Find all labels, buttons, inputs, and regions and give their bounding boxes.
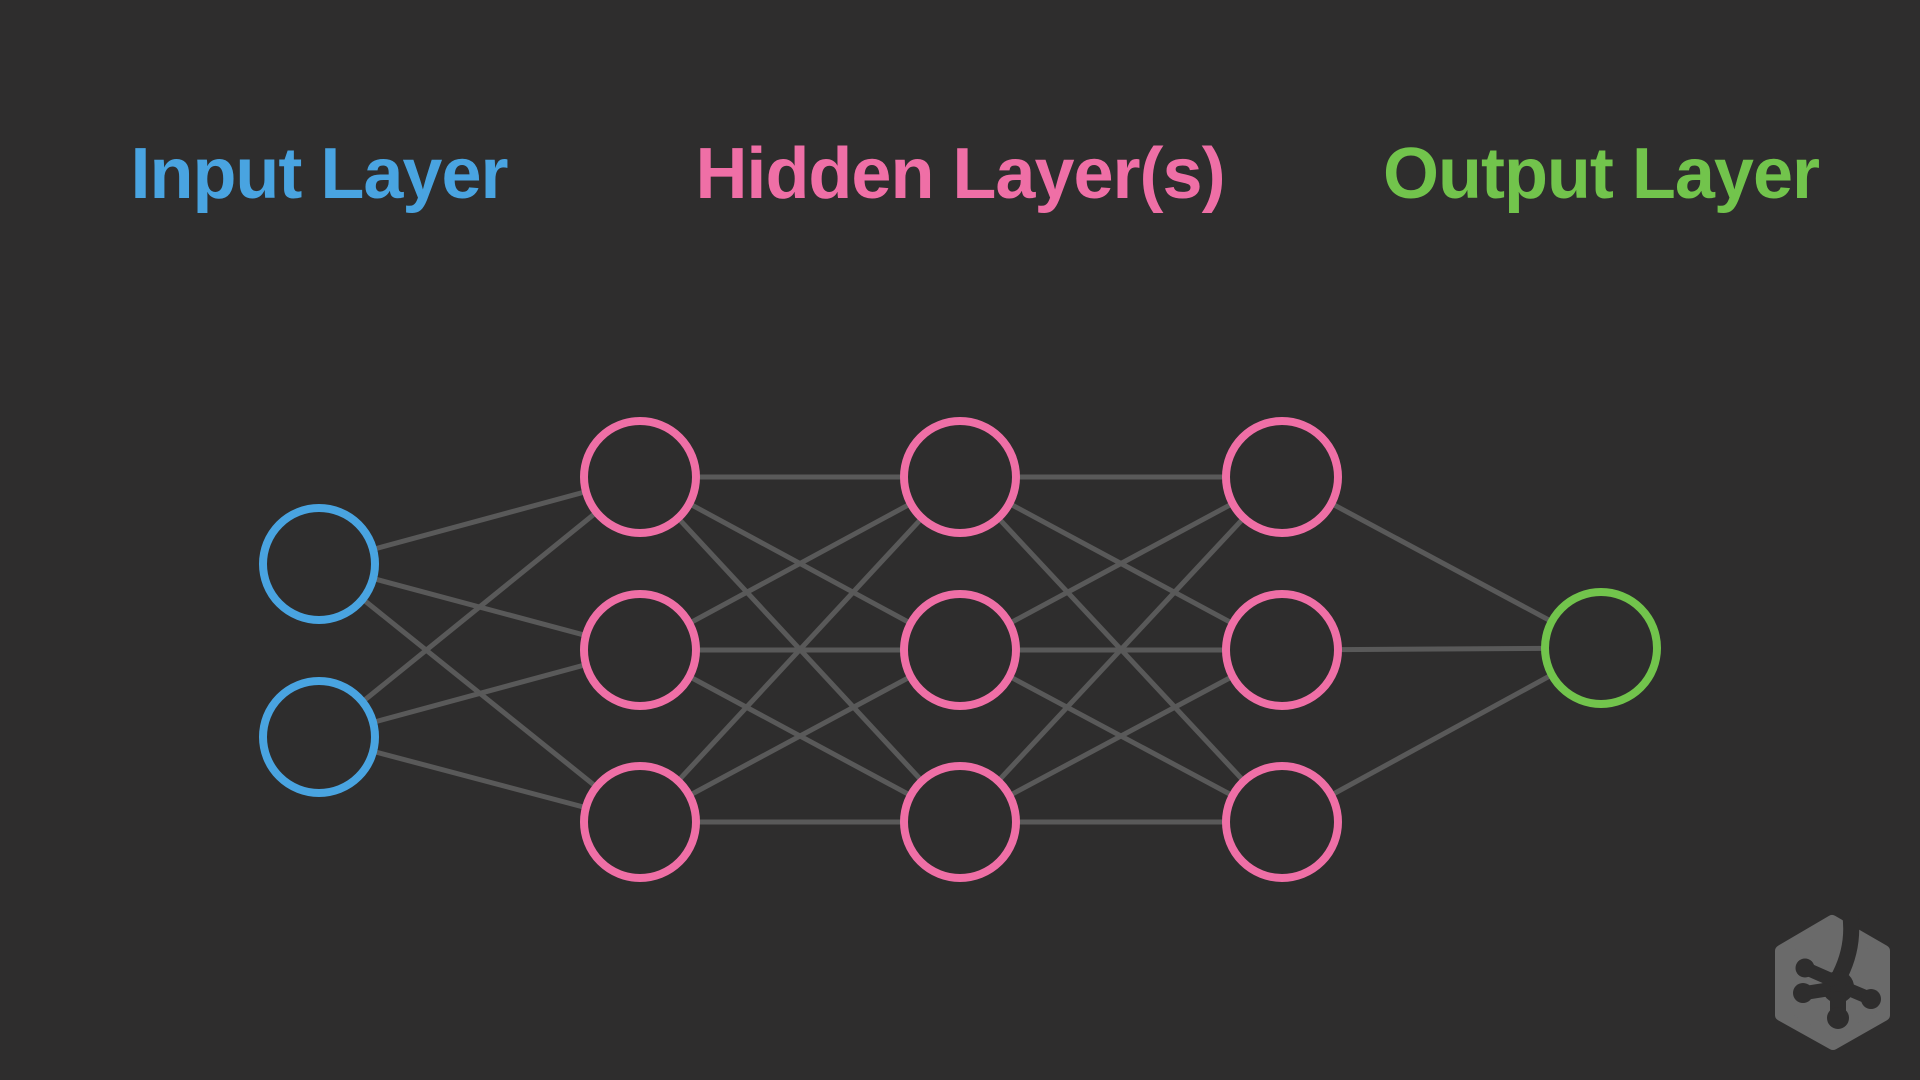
node-output-1 bbox=[1541, 588, 1661, 708]
node-hidden-3-2 bbox=[1222, 590, 1342, 710]
hidden-layer-label: Hidden Layer(s) bbox=[695, 134, 1225, 214]
node-hidden-2-2 bbox=[900, 590, 1020, 710]
connection-hidden-3-to-output bbox=[1280, 474, 1603, 651]
connection-input-to-hidden-1 bbox=[317, 475, 642, 739]
node-hidden-1-1 bbox=[580, 417, 700, 537]
connection-hidden-2-to-hidden-3 bbox=[958, 475, 1284, 824]
logo-footprint-cutout bbox=[1793, 911, 1881, 1029]
node-hidden-1-2 bbox=[580, 590, 700, 710]
node-hidden-3-3 bbox=[1222, 762, 1342, 882]
connection-hidden-2-to-hidden-3 bbox=[958, 474, 1284, 653]
node-hidden-1-3 bbox=[580, 762, 700, 882]
node-hidden-2-3 bbox=[900, 762, 1020, 882]
node-input-1 bbox=[259, 504, 379, 624]
node-hidden-3-1 bbox=[1222, 417, 1342, 537]
node-hidden-2-1 bbox=[900, 417, 1020, 537]
connection-hidden-1-to-hidden-2 bbox=[638, 474, 962, 653]
connection-hidden-1-to-hidden-2 bbox=[638, 475, 962, 824]
connection-hidden-1-to-hidden-2 bbox=[638, 647, 962, 825]
hexagon-gecko-footprint-logo-icon bbox=[1775, 911, 1890, 1050]
node-input-2 bbox=[259, 677, 379, 797]
connection-hidden-3-to-output bbox=[1280, 645, 1603, 825]
connection-hidden-2-to-hidden-3 bbox=[958, 647, 1284, 825]
output-layer-label: Output Layer bbox=[1382, 134, 1820, 214]
input-layer-label: Input Layer bbox=[130, 134, 508, 214]
